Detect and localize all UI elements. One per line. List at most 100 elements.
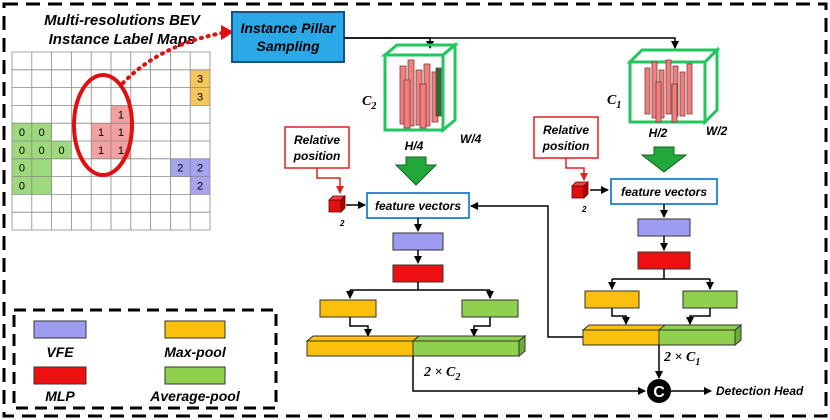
left-relative-arrow	[316, 168, 344, 194]
right-small-num: 2	[581, 205, 587, 214]
right-green-arrow	[640, 146, 688, 173]
grid-cell-label: 0	[19, 145, 25, 157]
right-mlp-block	[637, 251, 691, 270]
grid-cell	[190, 176, 210, 195]
title-line2: Instance Label Maps	[49, 31, 196, 48]
dotted-arrow-head	[221, 25, 234, 40]
grid-cell	[190, 158, 210, 177]
grid-cell	[12, 141, 32, 159]
grid-cell	[111, 105, 131, 124]
left-dim-c: C2	[362, 94, 376, 112]
grid-cell-label: 0	[19, 163, 25, 175]
left-mlp-split	[350, 282, 490, 291]
left-avgpool-to-concat	[470, 317, 491, 337]
legend-box	[12, 308, 278, 410]
grid-cell-label: 1	[118, 127, 124, 139]
left-avgpool-block	[461, 299, 519, 318]
left-concat-to-c	[412, 356, 646, 395]
grid-cell	[12, 176, 32, 195]
right-avgpool-to-concat	[686, 308, 711, 325]
right-maxpool-to-concat	[611, 308, 630, 325]
grid-cell-label: 3	[197, 74, 203, 86]
right-concat-bar	[581, 323, 743, 347]
grid-cell	[31, 176, 52, 195]
legend-maxpool-label: Max-pool	[164, 344, 227, 360]
left-concat-bar	[305, 334, 527, 358]
grid-cell-label: 0	[58, 145, 64, 157]
grid-cell	[91, 141, 111, 159]
legend-avgpool-swatch	[164, 366, 226, 385]
right-feature-vectors-label: feature vectors	[621, 185, 707, 199]
left-green-arrow	[394, 156, 438, 186]
grid-cell	[190, 69, 210, 88]
grid-cell-label: 0	[39, 145, 45, 157]
legend-vfe-label: VFE	[46, 344, 74, 360]
dotted-arrow	[121, 31, 224, 85]
left-relative-line2: position	[293, 149, 341, 163]
left-feature-vectors-label: feature vectors	[375, 199, 461, 213]
grid-cell	[51, 141, 72, 159]
right-feature-vectors-box	[610, 178, 718, 205]
right-relative-line1: Relative	[543, 123, 589, 137]
right-vfe-block	[637, 218, 691, 237]
grid-cell-label: 1	[98, 127, 104, 139]
grid-cell-label: 0	[19, 181, 25, 193]
left-relative-position-box	[284, 126, 350, 169]
legend-mlp-label: MLP	[45, 388, 75, 404]
left-position-cube	[328, 195, 346, 213]
right-dim-h: H/2	[649, 126, 668, 140]
left-small-num: 2	[339, 219, 345, 228]
left-concat-dim: 2 × C2	[423, 365, 460, 383]
left-dim-w: W/4	[460, 132, 482, 146]
sampling-box	[231, 11, 345, 63]
grid-cell-label: 1	[98, 145, 104, 157]
right-pillar-cube	[626, 46, 721, 126]
grid-cell-label: 2	[177, 163, 183, 175]
sampling-box-line2: Sampling	[256, 38, 319, 54]
grid-cell-label: 0	[19, 127, 25, 139]
left-dim-h: H/4	[405, 139, 424, 153]
right-dim-c: C1	[607, 93, 621, 111]
grid-cell-label: 0	[39, 127, 45, 139]
left-maxpool-to-concat	[349, 317, 372, 337]
left-pillar-cube	[380, 41, 460, 134]
title-line1: Multi-resolutions BEV	[44, 12, 202, 29]
left-mlp-block	[392, 264, 444, 283]
right-dim-w: W/2	[706, 124, 728, 138]
grid-cell	[111, 123, 131, 141]
grid-cell	[31, 123, 52, 141]
detection-head-label: Detection Head	[716, 384, 804, 398]
sampling-box-line1: Instance Pillar	[241, 20, 337, 36]
grid-cell	[31, 141, 52, 159]
right-position-cube	[571, 181, 589, 199]
right-relative-arrow	[565, 158, 588, 181]
grid-cell-label: 1	[118, 145, 124, 157]
concat-node	[647, 379, 671, 403]
grid-cell-label: 1	[118, 109, 124, 121]
right-concat-dim: 2 × C1	[663, 350, 700, 368]
left-relative-line1: Relative	[294, 133, 340, 147]
grid-cell-label: 3	[197, 92, 203, 104]
right-avgpool-block	[682, 290, 738, 309]
right-relative-line2: position	[542, 139, 590, 153]
grid-cell	[12, 158, 32, 177]
legend-mlp-swatch	[33, 366, 87, 385]
connector-to-right-cube	[344, 37, 679, 49]
right-mlp-split	[612, 269, 710, 280]
concat-node-label: C	[653, 384, 665, 401]
grid-cell	[91, 123, 111, 141]
grid-cell	[12, 123, 32, 141]
legend-vfe-swatch	[33, 320, 87, 339]
grid-cell-label: 2	[197, 181, 203, 193]
feedback-arrow	[470, 202, 583, 338]
grid-cell	[170, 158, 191, 177]
grid-cell	[31, 158, 52, 177]
left-vfe-block	[392, 232, 444, 251]
legend-avgpool-label: Average-pool	[149, 388, 241, 404]
instance-highlight-ellipse	[72, 73, 134, 177]
right-relative-position-box	[533, 116, 599, 159]
left-maxpool-block	[319, 299, 377, 318]
grid-cell	[190, 87, 210, 106]
legend-maxpool-swatch	[164, 320, 226, 339]
